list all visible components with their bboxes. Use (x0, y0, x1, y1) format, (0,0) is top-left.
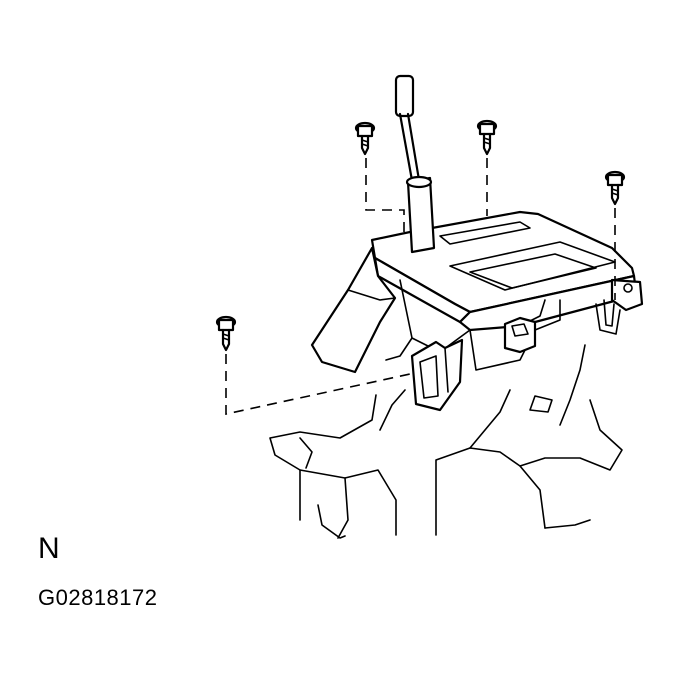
bolt-icon (215, 315, 237, 352)
bolt-icon (604, 170, 626, 206)
bolt-icon (354, 121, 376, 156)
view-label: N (38, 532, 60, 565)
assembly-guide-lines (225, 158, 616, 415)
shift-lever-rod (394, 74, 422, 188)
shift-lever-housing (310, 175, 644, 412)
figure-code: G02818172 (38, 585, 158, 610)
bolt-icon (476, 119, 498, 156)
floor-bracket-structure (269, 344, 623, 539)
